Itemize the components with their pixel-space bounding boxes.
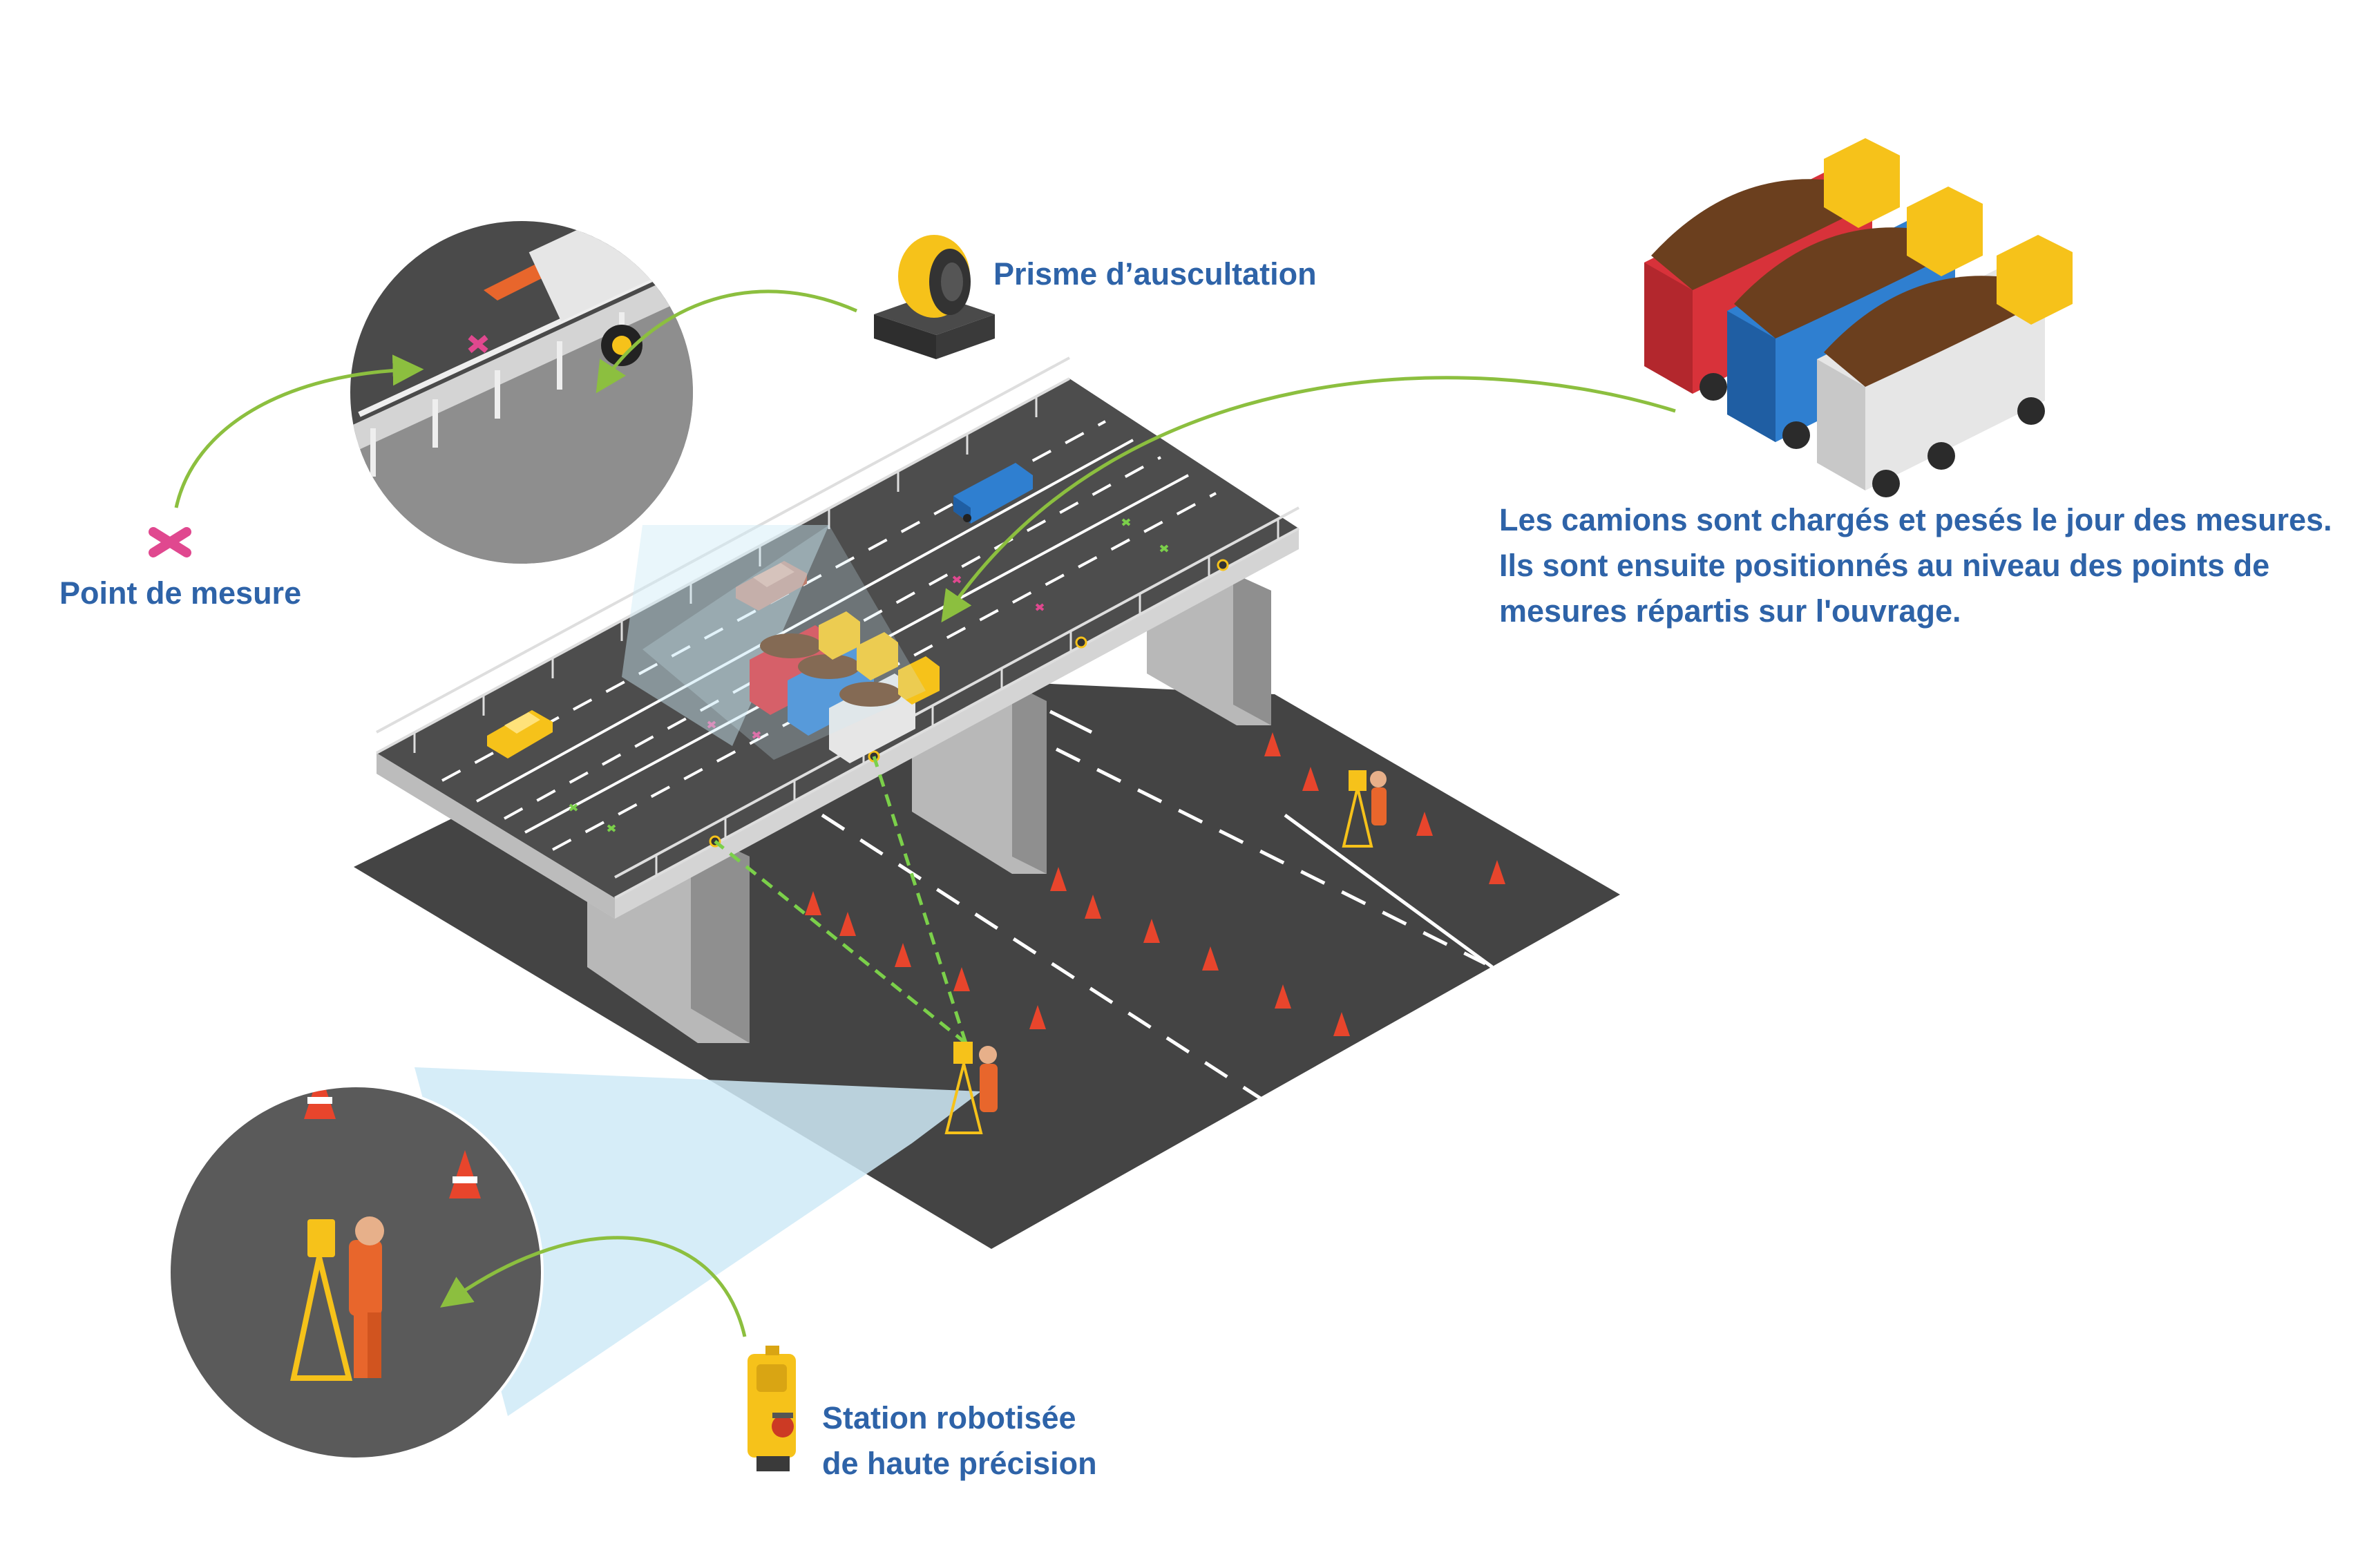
trucks-description-line-3: mesures répartis sur l'ouvrage. [1499, 593, 1961, 629]
station-detail-zoom [168, 1085, 544, 1460]
sight-lines [714, 756, 968, 1044]
trucks-on-bridge [642, 525, 940, 763]
deck-measure-points [569, 518, 1169, 832]
truck-fleet-icon [1644, 138, 2073, 497]
surveyor-front [944, 1042, 998, 1134]
measure-point-label-text: Point de mesure [59, 575, 302, 611]
yellow-car [487, 710, 553, 758]
measure-point-cross-icon [149, 527, 191, 557]
arrow-point-to-zoom [174, 354, 424, 508]
prism-label-text: Prisme d’auscultation [993, 256, 1317, 292]
truck-highlight-beam [642, 525, 926, 760]
bridge [376, 356, 1300, 1043]
deck-detail-zoom [348, 218, 696, 566]
arrow-trucks-to-bridge [941, 376, 1676, 623]
bottom-zoom-beam [415, 1067, 981, 1416]
prism-icon [874, 235, 995, 359]
top-zoom-beam [622, 525, 829, 746]
arrow-station-to-zoom [440, 1236, 747, 1337]
surveyor-back [1342, 770, 1387, 848]
station-label-line-2: de haute précision [822, 1446, 1097, 1481]
prism-label: Prisme d’auscultation [993, 251, 1317, 297]
trucks-description-line-1: Les camions sont chargés et pesés le jou… [1499, 502, 2332, 537]
trucks-description: Les camions sont chargés et pesés le jou… [1499, 497, 2332, 634]
robotic-station-icon [748, 1346, 796, 1471]
blue-van [953, 463, 1033, 524]
traffic-cones [805, 732, 1505, 1036]
station-label: Station robotisée de haute précision [822, 1395, 1097, 1487]
measure-point-label: Point de mesure [59, 571, 301, 616]
red-car [736, 561, 807, 611]
trucks-description-line-2: Ils sont ensuite positionnés au niveau d… [1499, 548, 2270, 583]
station-label-line-1: Station robotisée [822, 1400, 1076, 1435]
arrow-prism-to-zoom [596, 289, 858, 394]
